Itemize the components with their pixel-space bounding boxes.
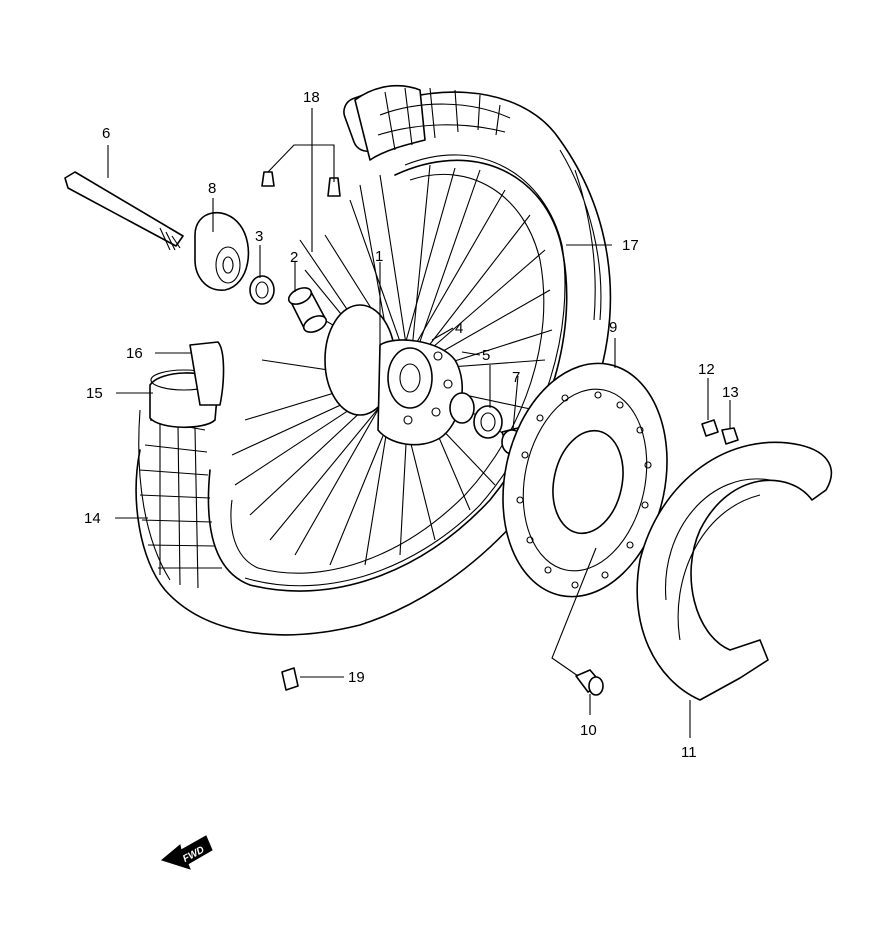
callout-numbers: 1 2 3 4 5 6 7 8 9 10 11 12 13 14 15 16 1… <box>84 89 739 761</box>
wheel-hub <box>324 304 463 446</box>
callout-8: 8 <box>208 180 216 197</box>
spoke-nipples <box>261 171 341 197</box>
callout-3: 3 <box>255 228 263 245</box>
bearing-3 <box>249 275 275 305</box>
callout-18: 18 <box>303 89 320 106</box>
forward-direction-arrow: FWD <box>160 835 213 870</box>
callout-16: 16 <box>126 345 143 362</box>
callout-10: 10 <box>580 722 597 739</box>
disc-cover <box>636 441 833 701</box>
callout-9: 9 <box>609 319 617 336</box>
cover-bolt <box>701 419 719 437</box>
callout-13: 13 <box>722 384 739 401</box>
leader-lines <box>107 108 731 738</box>
front-axle <box>64 171 184 251</box>
callout-2: 2 <box>290 249 298 266</box>
brake-disc <box>502 362 668 598</box>
tire-tread-left <box>138 409 222 589</box>
tire-tread-top <box>343 84 511 161</box>
callout-7: 7 <box>512 369 520 386</box>
callout-6: 6 <box>102 125 110 142</box>
valve-cap <box>281 667 299 691</box>
cover-nut <box>721 427 739 445</box>
spacer-2 <box>287 287 328 333</box>
callout-14: 14 <box>84 510 101 527</box>
callout-1: 1 <box>375 248 383 265</box>
callout-15: 15 <box>86 385 103 402</box>
callout-4: 4 <box>455 320 463 337</box>
callout-19: 19 <box>348 669 365 686</box>
callout-11: 11 <box>681 744 697 761</box>
disc-bolt <box>575 669 604 696</box>
callout-12: 12 <box>698 361 715 378</box>
front-tire <box>135 84 612 636</box>
tube-flap <box>189 341 225 406</box>
callout-5: 5 <box>482 347 490 364</box>
callout-17: 17 <box>622 237 639 254</box>
speedometer-gearbox <box>194 211 250 291</box>
